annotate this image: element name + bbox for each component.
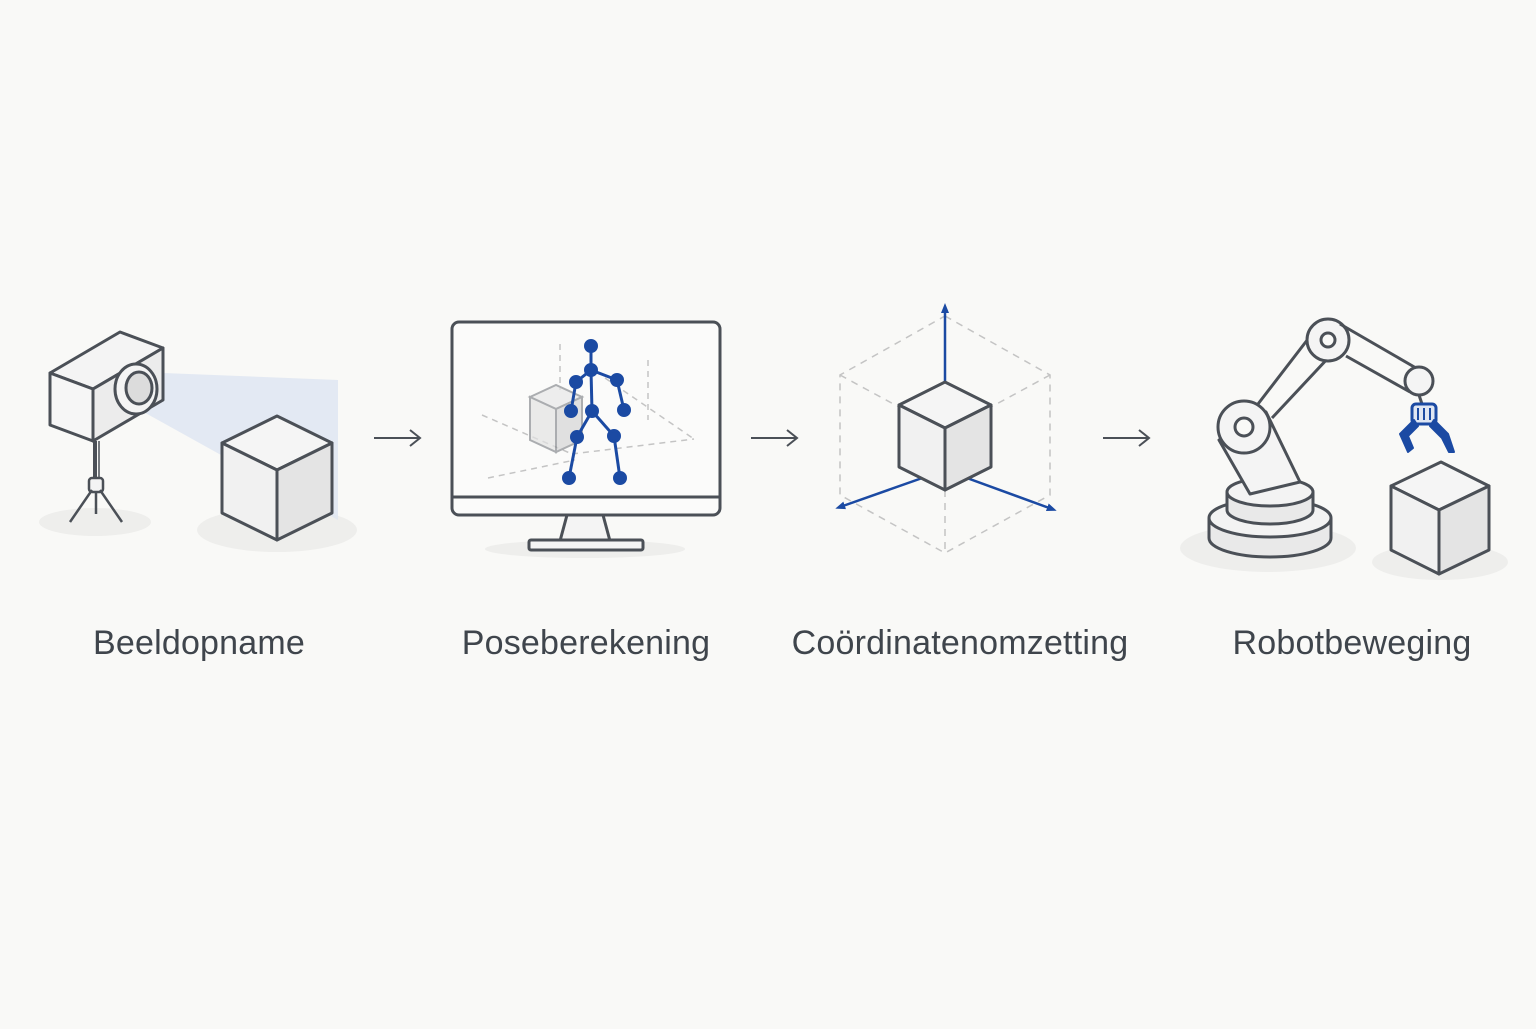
- camera-icon: [48, 330, 165, 523]
- step-label-coordinate-transform: Coördinatenomzetting: [791, 624, 1129, 662]
- pose-skeleton-icon: [562, 339, 631, 485]
- cube-icon: [1389, 460, 1491, 576]
- robot-arm-icon: [1180, 317, 1508, 580]
- step-label-pose-estimation: Poseberekening: [461, 624, 711, 662]
- camera-capture-icon: [39, 330, 357, 552]
- monitor-pose-icon: [450, 320, 722, 558]
- cube-icon: [897, 380, 993, 492]
- gripper-icon: [1399, 402, 1455, 453]
- arrow-right-icon: [1103, 429, 1151, 447]
- arrow-right-icon: [374, 429, 422, 447]
- cube-icon: [220, 414, 334, 542]
- step-label-image-capture: Beeldopname: [92, 624, 306, 662]
- shadow: [39, 508, 151, 536]
- arrow-right-icon: [751, 429, 799, 447]
- coordinate-axes-icon: [835, 303, 1057, 554]
- step-label-robot-motion: Robotbeweging: [1232, 624, 1472, 662]
